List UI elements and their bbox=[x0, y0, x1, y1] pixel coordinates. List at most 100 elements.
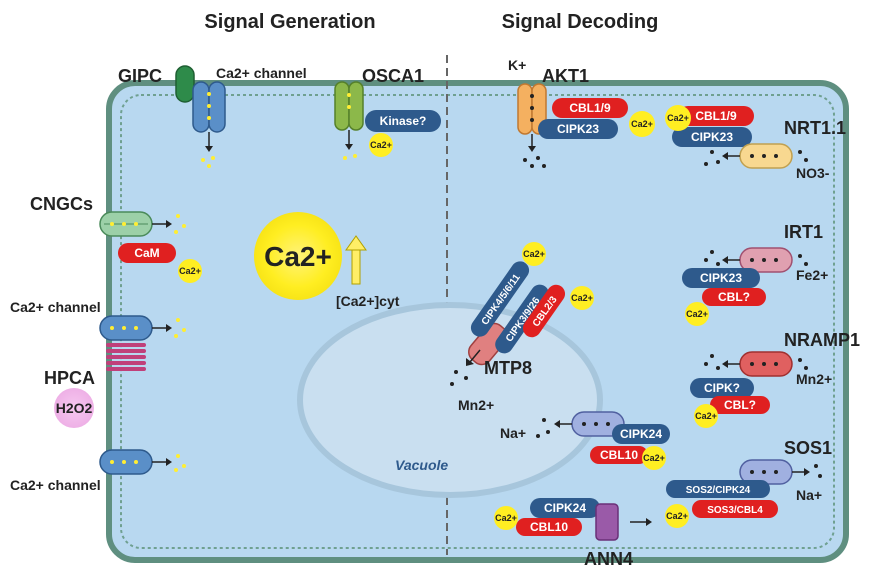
kinase-pill bbox=[365, 110, 441, 132]
svg-text:Ca2+: Ca2+ bbox=[495, 513, 517, 523]
h2o2-label: H2O2 bbox=[56, 400, 93, 416]
svg-text:Ca2+: Ca2+ bbox=[666, 511, 688, 521]
cipk24-pill-v bbox=[612, 424, 670, 444]
cipk-q-label: CIPK? bbox=[704, 381, 740, 395]
fe2-label: Fe2+ bbox=[796, 267, 828, 283]
cbl10-pill-b bbox=[516, 518, 582, 536]
cbl-q-pill-1 bbox=[702, 288, 766, 306]
nrt11-transporter bbox=[704, 143, 808, 169]
ca-big-circle bbox=[254, 212, 342, 300]
mtp8-label: MTP8 bbox=[484, 358, 532, 378]
ca-small-mtp8-b: Ca2+ bbox=[570, 286, 594, 310]
cbl19-pill-a bbox=[552, 98, 628, 118]
cipk3926-pill bbox=[495, 284, 549, 354]
ca-channel-mid bbox=[99, 315, 186, 341]
sos3-cbl4-label: SOS3/CBL4 bbox=[707, 505, 763, 516]
cbl10-label-b: CBL10 bbox=[530, 520, 568, 534]
ca-channel-bottom bbox=[99, 449, 186, 475]
cipk23-pill-b bbox=[672, 127, 752, 147]
cbl19-pill-b bbox=[678, 106, 754, 126]
osca1-channel bbox=[334, 81, 364, 160]
ca-small-group: Ca2+ Ca2+ Ca2+ Ca2+ Ca2+ Ca2+ Ca2+ Ca2+ … bbox=[178, 105, 718, 530]
no3-label: NO3- bbox=[796, 165, 830, 181]
cngcs-label: CNGCs bbox=[30, 194, 93, 214]
cbl19-label-b: CBL1/9 bbox=[695, 109, 737, 123]
ca-small-irt1: Ca2+ bbox=[685, 302, 709, 326]
ca-small-mtp8-a: Ca2+ bbox=[522, 242, 546, 266]
ca-channel-top bbox=[192, 81, 226, 168]
sos3-cbl4-pill bbox=[692, 500, 778, 518]
cbl10-pill-v bbox=[590, 446, 648, 464]
cbl10-label-v: CBL10 bbox=[600, 448, 638, 462]
ann4-label: ANN4 bbox=[584, 549, 633, 569]
ca-small-vacuole: Ca2+ bbox=[642, 446, 666, 470]
svg-text:Ca2+: Ca2+ bbox=[667, 113, 689, 123]
ca-small-nramp1: Ca2+ bbox=[694, 404, 718, 428]
hpca-receptor bbox=[106, 343, 146, 371]
cam-label: CaM bbox=[134, 246, 159, 260]
svg-text:Ca2+: Ca2+ bbox=[686, 309, 708, 319]
cipk4561-pill bbox=[470, 261, 530, 337]
vacuole-label: Vacuole bbox=[395, 457, 448, 473]
ca-small-akt1: Ca2+ bbox=[629, 111, 655, 137]
ca-small-nrt: Ca2+ bbox=[665, 105, 691, 131]
sos2-cipk24-pill bbox=[666, 480, 770, 498]
cbl-q-label-1: CBL? bbox=[718, 290, 750, 304]
signal-generation-header: Signal Generation bbox=[204, 11, 375, 33]
na-left-label: Na+ bbox=[500, 425, 526, 441]
sos2-cipk24-label: SOS2/CIPK24 bbox=[686, 485, 751, 496]
vacuole bbox=[297, 302, 603, 498]
ca-cyt-label: [Ca2+]cyt bbox=[336, 293, 400, 309]
cam-pill bbox=[118, 243, 176, 263]
cipk24-label-b: CIPK24 bbox=[544, 501, 586, 515]
svg-text:Ca2+: Ca2+ bbox=[695, 411, 717, 421]
cipk23-pill-a bbox=[538, 119, 618, 139]
ca-channel-top-label: Ca2+ channel bbox=[216, 65, 307, 81]
cbl-q-pill-2 bbox=[710, 396, 770, 414]
cipk24-pill-b bbox=[530, 498, 600, 518]
ca-channel-mid-label: Ca2+ channel bbox=[10, 299, 101, 315]
cipk24-label-v: CIPK24 bbox=[620, 427, 662, 441]
sos1-label: SOS1 bbox=[784, 438, 832, 458]
k-plus-label: K+ bbox=[508, 57, 526, 73]
ca-big-label: Ca2+ bbox=[264, 241, 332, 272]
osca1-label: OSCA1 bbox=[362, 66, 424, 86]
cipk23-pill-c bbox=[682, 268, 760, 288]
svg-text:Ca2+: Ca2+ bbox=[571, 293, 593, 303]
gipc-label: GIPC bbox=[118, 66, 162, 86]
cipk23-label-a: CIPK23 bbox=[557, 122, 599, 136]
ca-small-cam: Ca2+ bbox=[178, 259, 202, 283]
signal-decoding-header: Signal Decoding bbox=[502, 11, 659, 33]
ca-small-ann4: Ca2+ bbox=[494, 506, 518, 530]
mtp8-arrow bbox=[450, 349, 481, 386]
svg-text:Ca2+: Ca2+ bbox=[370, 140, 392, 150]
cbl-q-label-2: CBL? bbox=[724, 398, 756, 412]
cngcs-channel bbox=[99, 211, 186, 237]
akt1-label: AKT1 bbox=[542, 66, 589, 86]
ca-small-sos: Ca2+ bbox=[665, 504, 689, 528]
cbl19-label-a: CBL1/9 bbox=[569, 101, 611, 115]
ca-small-osca1: Ca2+ bbox=[369, 133, 393, 157]
h2o2-bubble bbox=[54, 388, 94, 428]
nrt11-label: NRT1.1 bbox=[784, 118, 846, 138]
ca-channel-bottom-label: Ca2+ channel bbox=[10, 477, 101, 493]
vacuole-na-transporter bbox=[536, 411, 625, 438]
svg-text:Ca2+: Ca2+ bbox=[631, 119, 653, 129]
gipc-protein bbox=[175, 65, 195, 103]
akt1-channel bbox=[517, 83, 547, 168]
ca-cyt-arrow bbox=[345, 235, 367, 285]
cipk23-label-b: CIPK23 bbox=[691, 130, 733, 144]
mn2-left-label: Mn2+ bbox=[458, 397, 494, 413]
nramp1-transporter bbox=[704, 351, 808, 377]
ann4-protein bbox=[595, 503, 619, 541]
svg-text:Ca2+: Ca2+ bbox=[643, 453, 665, 463]
sos1-transporter bbox=[739, 459, 822, 485]
na-right-label: Na+ bbox=[796, 487, 822, 503]
kinase-label: Kinase? bbox=[380, 114, 427, 128]
nramp1-label: NRAMP1 bbox=[784, 330, 860, 350]
svg-text:Ca2+: Ca2+ bbox=[523, 249, 545, 259]
svg-text:Ca2+: Ca2+ bbox=[179, 266, 201, 276]
ann4-arrow bbox=[630, 518, 652, 526]
cipk-q-pill bbox=[690, 378, 754, 398]
